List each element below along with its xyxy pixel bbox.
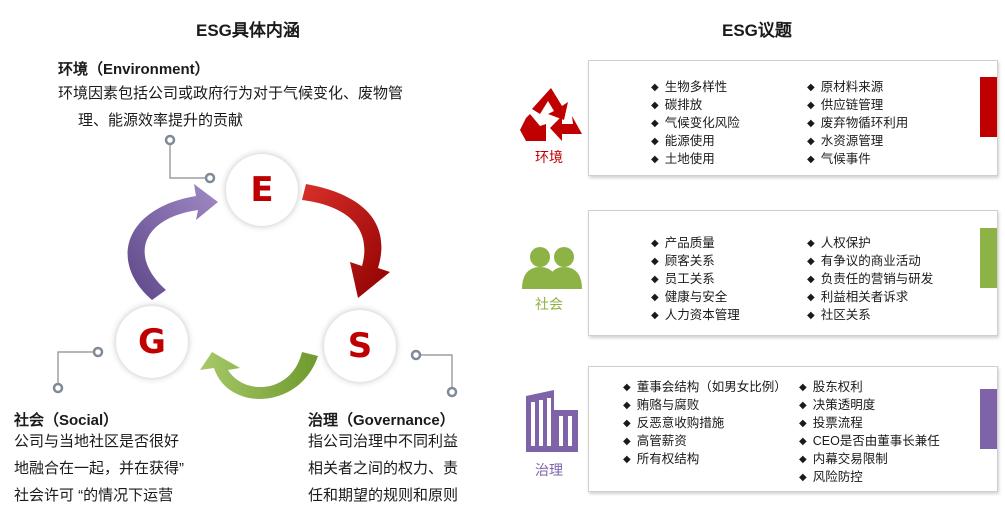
social-desc: 公司与当地社区是否很好 地融合在一起，并在获得” 社会许可 “的情况下运营	[14, 428, 184, 509]
connector-dot-environment	[164, 134, 176, 146]
social-desc-line1: 公司与当地社区是否很好	[14, 433, 180, 450]
circle-g: G	[116, 306, 188, 378]
topic-item: 贿赂与腐败	[623, 397, 787, 415]
topic-item: 股东权利	[799, 379, 940, 397]
topic-item: 能源使用	[651, 133, 740, 151]
panel-label-governance: 治理	[535, 462, 563, 478]
topic-item: 碳排放	[651, 97, 740, 115]
governance-title: 治理（Governance）	[308, 412, 455, 429]
topic-item: 内幕交易限制	[799, 451, 940, 469]
recycle-icon	[520, 88, 582, 141]
governance-desc-line3: 任和期望的规则和原则	[308, 487, 459, 504]
panel-environment: 生物多样性碳排放气候变化风险能源使用土地使用 原材料来源供应链管理废弃物循环利用…	[588, 60, 998, 176]
topic-item: 原材料来源	[807, 79, 908, 97]
topic-item: 有争议的商业活动	[807, 253, 933, 271]
topic-item: 员工关系	[651, 271, 740, 289]
letter-g: G	[138, 322, 166, 362]
panel-bar-governance	[980, 389, 997, 449]
topic-item: CEO是否由董事长兼任	[799, 433, 940, 451]
topic-item: 利益相关者诉求	[807, 289, 933, 307]
topic-item: 投票流程	[799, 415, 940, 433]
arrow-e-to-s	[302, 184, 390, 298]
connector-dot-g	[92, 346, 104, 358]
environment-desc: 环境因素包括公司或政府行为对于气候变化、废物管 理、能源效率提升的贡献	[58, 80, 403, 134]
social-desc-line2: 地融合在一起，并在获得”	[14, 460, 184, 477]
connector-dot-governance	[446, 386, 458, 398]
environment-topics-col2: 原材料来源供应链管理废弃物循环利用水资源管理气候事件	[807, 79, 909, 169]
topic-item: 气候变化风险	[651, 115, 740, 133]
topic-item: 董事会结构（如男女比例）	[623, 379, 787, 397]
topic-item: 社区关系	[807, 307, 933, 325]
governance-desc: 指公司治理中不同利益 相关者之间的权力、责 任和期望的规则和原则	[308, 428, 458, 509]
topic-item: 健康与安全	[651, 289, 740, 307]
arrow-g-to-e	[127, 184, 218, 300]
topic-item: 风险防控	[799, 469, 940, 487]
topic-item: 产品质量	[651, 235, 740, 253]
governance-topics-col2: 股东权利决策透明度投票流程CEO是否由董事长兼任内幕交易限制风险防控	[799, 379, 940, 487]
governance-topics-col1: 董事会结构（如男女比例）贿赂与腐败反恶意收购措施高管薪资所有权结构	[623, 379, 787, 469]
topic-item: 人力资本管理	[651, 307, 740, 325]
governance-desc-line1: 指公司治理中不同利益	[308, 433, 459, 450]
panel-label-social: 社会	[535, 296, 563, 312]
panel-governance: 董事会结构（如男女比例）贿赂与腐败反恶意收购措施高管薪资所有权结构 股东权利决策…	[588, 366, 998, 492]
topic-item: 顾客关系	[651, 253, 740, 271]
social-topics-col1: 产品质量顾客关系员工关系健康与安全人力资本管理	[651, 235, 740, 325]
topic-item: 水资源管理	[807, 133, 908, 151]
people-icon	[522, 247, 582, 289]
topic-item: 生物多样性	[651, 79, 740, 97]
building-icon	[526, 390, 578, 452]
connector-lines	[57, 140, 453, 392]
topic-item: 所有权结构	[623, 451, 787, 469]
letter-e: E	[250, 170, 274, 210]
panel-bar-social	[980, 228, 997, 288]
topic-item: 反恶意收购措施	[623, 415, 787, 433]
panel-label-environment: 环境	[535, 149, 563, 165]
panel-social: 产品质量顾客关系员工关系健康与安全人力资本管理 人权保护有争议的商业活动负责任的…	[588, 210, 998, 336]
topic-item: 土地使用	[651, 151, 740, 169]
topic-item: 决策透明度	[799, 397, 940, 415]
environment-desc-line2: 理、能源效率提升的贡献	[78, 112, 244, 129]
right-title: ESG议题	[722, 21, 792, 40]
environment-desc-line1: 环境因素包括公司或政府行为对于气候变化、废物管	[58, 85, 404, 102]
topic-item: 人权保护	[807, 235, 933, 253]
letter-s: S	[347, 326, 373, 366]
left-title: ESG具体内涵	[196, 21, 300, 40]
environment-title: 环境（Environment）	[58, 61, 210, 78]
topic-item: 废弃物循环利用	[807, 115, 909, 133]
social-title: 社会（Social）	[14, 412, 119, 429]
topic-item: 负责任的营销与研发	[807, 271, 934, 289]
social-topics-col2: 人权保护有争议的商业活动负责任的营销与研发利益相关者诉求社区关系	[807, 235, 934, 325]
esg-cycle-diagram	[52, 134, 458, 399]
circle-e: E	[226, 154, 298, 226]
topic-item: 供应链管理	[807, 97, 908, 115]
panel-bar-environment	[980, 77, 997, 137]
connector-dot-s	[410, 349, 422, 361]
arrow-s-to-g	[200, 352, 318, 399]
connector-dot-social	[52, 382, 64, 394]
connector-dot-e	[204, 172, 216, 184]
circle-s: S	[324, 310, 396, 382]
governance-desc-line2: 相关者之间的权力、责	[308, 460, 459, 477]
social-desc-line3: 社会许可 “的情况下运营	[14, 487, 174, 504]
topic-item: 高管薪资	[623, 433, 787, 451]
environment-topics-col1: 生物多样性碳排放气候变化风险能源使用土地使用	[651, 79, 740, 169]
topic-item: 气候事件	[807, 151, 908, 169]
